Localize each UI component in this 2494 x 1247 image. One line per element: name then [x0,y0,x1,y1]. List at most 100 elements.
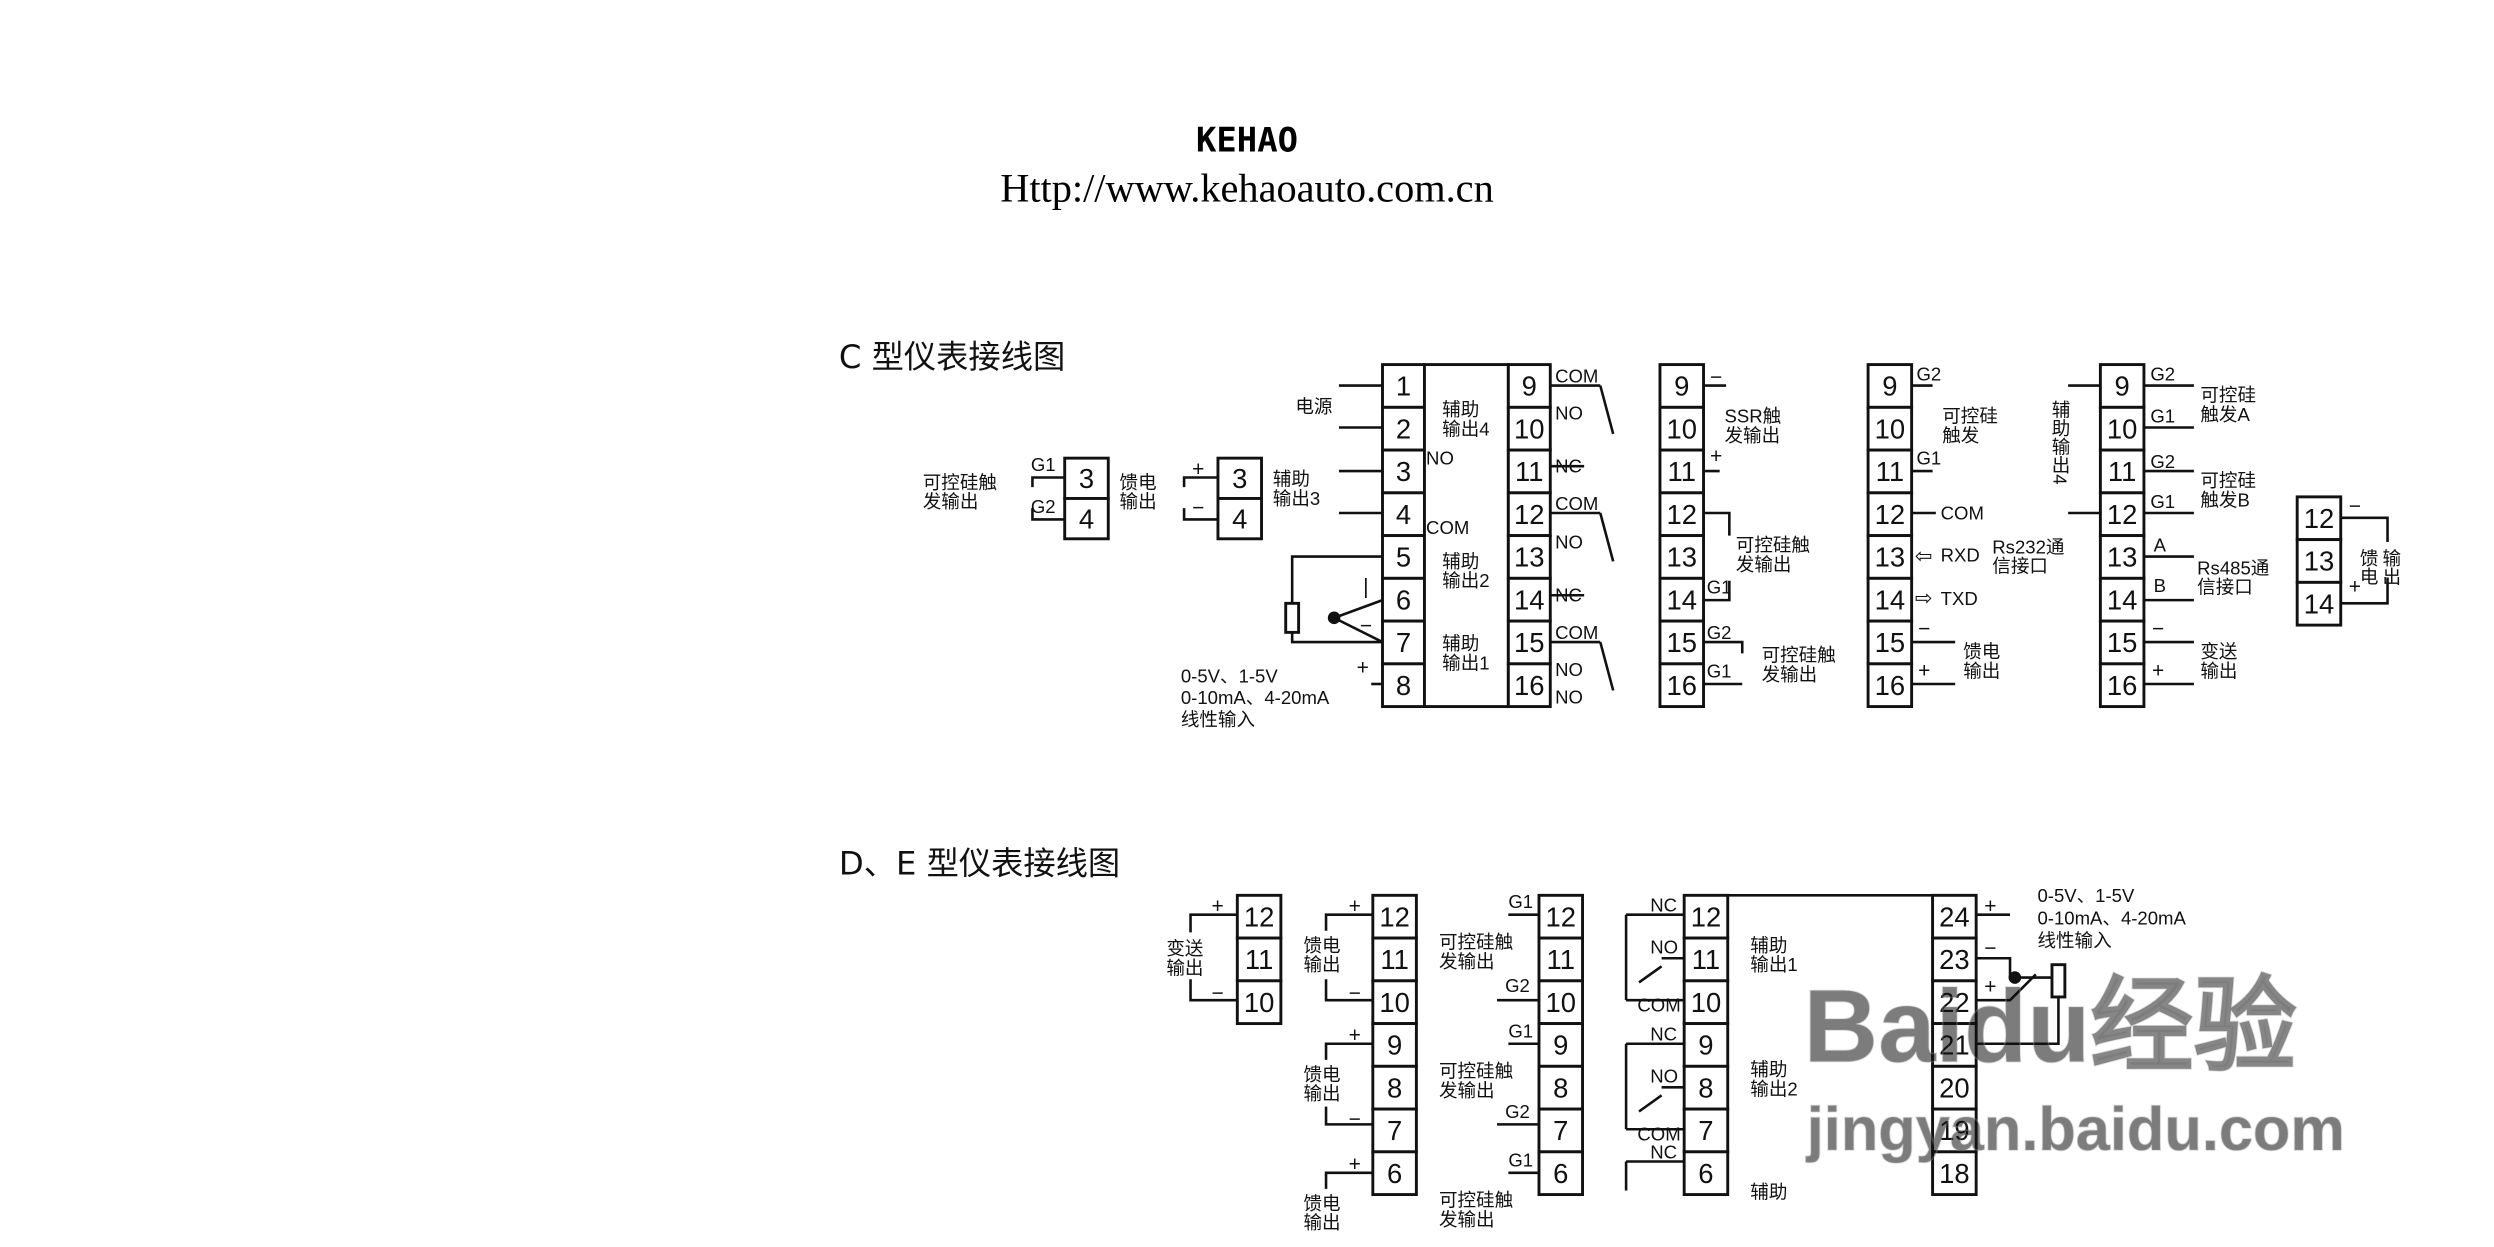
ssr-label: SSR触 [1725,406,1782,427]
feed-label-2: 输出 [1303,1083,1340,1104]
transmit-label: 输出 [1166,957,1203,978]
de-right-terminal-number: 21 [1939,1030,1969,1061]
wire [1324,1042,1373,1060]
scr-wire [1703,640,1744,654]
feed-terminal-box [1371,1150,1418,1197]
ssr-block-terminal-box [1658,662,1705,709]
minus-sign: − [1984,937,1996,960]
trigger-b-label: 可控硅 [2200,470,2256,491]
aux4-label: 输出4 [1442,419,1489,440]
wire [1333,616,1384,644]
rs232-block-terminal-box [1866,534,1914,580]
input-plus: | [1363,576,1368,599]
rs232-block-terminal-number: 9 [1882,371,1897,402]
com-label: COM [1426,517,1469,538]
scr-terminal-number: 11 [1547,944,1575,975]
feed-terminal-box [1371,936,1418,983]
de-right-terminal-box [1931,1107,1978,1154]
rs232-block-terminal-number: 10 [1875,413,1905,444]
switch-contact [1599,385,1615,435]
rxd-arrow: ⇦ [1915,545,1933,568]
de-right-terminal-box [1931,1150,1978,1197]
trigger-a-label: 触发A [2200,404,2250,425]
ssr-block-terminal-box [1658,363,1705,409]
terminal-boxes [1063,363,2343,1197]
wire [2340,577,2389,605]
no-label: NO [1555,402,1583,423]
de-right-terminal-number: 20 [1939,1072,1969,1103]
section-de-title: D、E 型仪表接线图 [838,843,1121,883]
input-spec-line: 0-5V、1-5V [2037,885,2135,906]
rs485-block-terminal-number: 11 [2108,456,2136,487]
transmit-terminal-number: 11 [1245,944,1273,975]
plus-sign: + [2349,576,2361,599]
scr-label-2: 发输出 [1439,1080,1495,1101]
main-left-terminal-number: 5 [1396,542,1411,573]
transmit-terminal-box [1235,979,1283,1026]
minus-sign: − [1349,982,1361,1005]
ssr-label: 发输出 [1725,425,1781,446]
pin-g2: G2 [1505,975,1530,996]
aux2-label: 输出2 [1750,1078,1797,1099]
scr-terminal-box [1537,1022,1584,1068]
pin-g2: G2 [1916,364,1941,385]
feed-terminal-number: 8 [1387,1072,1402,1103]
pin-g1: G1 [1031,454,1056,475]
plus-sign: + [2152,660,2164,683]
feed-block-terminal-number: 14 [2304,588,2334,619]
feed-output-label: 馈电 [1120,472,1157,493]
rs232-block-terminal-box [1866,662,1914,709]
feed-terminal-number: 7 [1387,1115,1402,1146]
switch-contact [1599,512,1615,562]
feed-output-terminal-box [1216,456,1263,500]
ssr-block-terminal-number: 14 [1667,584,1697,615]
main-right-terminal-number: 13 [1514,542,1544,573]
scr-g1-wire [1031,476,1065,488]
main-right-terminal-box [1506,534,1552,580]
rs232-block-terminal-number: 16 [1875,670,1905,701]
wire [1976,996,2060,1046]
rs485-block-terminal-box [2098,662,2146,709]
trigger-a-label: 可控硅 [2200,385,2256,406]
feed-label-2: 馈电 [1303,1064,1340,1085]
scr-terminal-number: 6 [1553,1158,1568,1189]
scr-terminal-number: 8 [1553,1072,1568,1103]
com-label: COM [1941,502,1984,523]
minus-sign: − [1710,366,1722,389]
aux4-label: 辅助 [1442,399,1479,420]
scr-label-1: 发输出 [1439,951,1495,972]
no-label: NO [1555,531,1583,552]
rs232-block-terminal-box [1866,576,1914,623]
scr-terminal-number: 9 [1553,1030,1568,1061]
main-right-terminal-box [1506,448,1552,495]
plus-sign: + [1984,976,1996,999]
rs485-block-terminal-box [2098,363,2146,409]
scr-label-1: 发输出 [1736,554,1792,575]
section-c-title: C 型仪表接线图 [838,337,1066,376]
scr-output-terminal-number: 4 [1079,503,1094,534]
main-right-terminal-number: 9 [1522,371,1537,402]
feed-label-3: 输出 [1303,1212,1340,1233]
rs232-block-terminal-number: 13 [1875,542,1905,573]
txd-label: TXD [1941,588,1978,609]
txd-arrow: ⇨ [1915,587,1933,610]
main-left-terminal-box [1381,619,1426,666]
de-left-terminal-box [1682,936,1730,983]
feed-terminal-number: 10 [1379,987,1409,1018]
linear-plus: + [1357,656,1369,679]
feed-label: 馈电 [2358,548,2379,585]
wire [1189,979,1238,1002]
main-left-terminal-box [1381,534,1426,580]
junction-dot [1327,611,1341,625]
rs485-block-terminal-number: 12 [2107,499,2137,530]
de-right-terminal-number: 23 [1939,944,1969,975]
transmit-terminal-box [1235,893,1283,940]
scr-output-terminal-number: 3 [1079,463,1094,494]
scr-output-terminal-box [1063,497,1110,541]
diagram-labels: 34可控硅触发输出G1G234馈电输出+−1234567891011121314… [923,364,2402,1234]
scr-label-2: 可控硅触 [1762,644,1836,665]
feed-terminal-number: 9 [1387,1030,1402,1061]
pin-g2: G2 [1031,496,1056,517]
pin-g2: G2 [1707,622,1732,643]
